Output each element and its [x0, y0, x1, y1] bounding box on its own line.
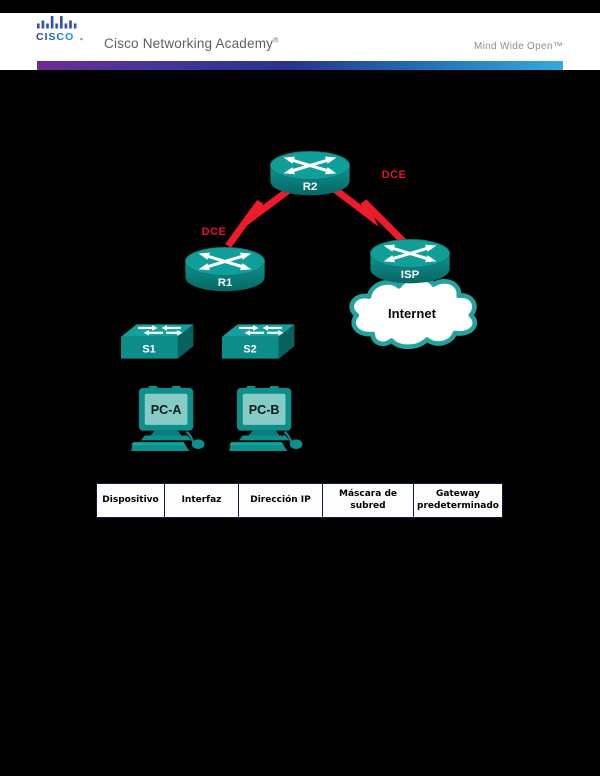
device-label: S2	[243, 343, 256, 355]
mouse-cable	[283, 430, 293, 443]
mouse-icon	[191, 439, 205, 450]
device-label: ISP	[401, 269, 420, 281]
brand-registered-mark: ®	[273, 37, 279, 45]
cloud-label: Internet	[388, 306, 437, 321]
switch-icon: S2	[222, 324, 295, 359]
device-label: R2	[303, 181, 318, 193]
col-header-dispositivo: Dispositivo	[96, 483, 165, 518]
dce-label-r1-link: DCE	[201, 226, 227, 238]
switch-s1: S1	[121, 321, 195, 362]
router-icon: ISP	[369, 238, 451, 284]
header: CISCO Cisco Networking Academy® Mind Wid…	[0, 13, 600, 70]
col-header-direccion-ip: Dirección IP	[238, 483, 323, 518]
top-black-bar	[0, 0, 600, 13]
switch-arrows-icon	[138, 325, 183, 336]
cisco-logo-icon: CISCO	[36, 16, 83, 43]
logo-dot	[80, 37, 83, 41]
mouse-icon	[289, 439, 303, 450]
dce-label-isp-link: DCE	[381, 169, 407, 181]
col-header-interfaz: Interfaz	[164, 483, 239, 518]
router-icon: R1	[184, 246, 266, 292]
cisco-logo-text: CISCO	[36, 31, 74, 43]
router-r2: R2	[266, 146, 354, 199]
gradient-bar	[37, 61, 563, 70]
device-label: PC-A	[151, 403, 182, 417]
table-header-row: Dispositivo Interfaz Dirección IP Máscar…	[96, 483, 503, 518]
workstation-icon: PC-B	[229, 386, 303, 452]
switch-arrows-icon	[239, 325, 284, 336]
pc-b: PC-B	[229, 386, 307, 452]
pc-a: PC-A	[131, 386, 209, 452]
device-label: PC-B	[249, 403, 280, 417]
internet-cloud: Internet	[341, 268, 483, 357]
router-arrows-icon	[383, 244, 437, 263]
cloud-icon: Internet	[349, 275, 478, 350]
router-icon: R2	[269, 150, 351, 196]
brand-title: Cisco Networking Academy®	[104, 36, 278, 51]
device-label: R1	[218, 277, 233, 289]
network-topology-diagram: Internet R2	[0, 70, 600, 500]
router-r1: R1	[181, 242, 269, 295]
col-header-mascara-subred: Máscara de subred	[322, 483, 414, 518]
addressing-table: Dispositivo Interfaz Dirección IP Máscar…	[96, 483, 503, 518]
brand-text: Cisco Networking Academy	[104, 36, 274, 51]
switch-icon: S1	[121, 324, 194, 359]
mouse-cable	[185, 430, 195, 443]
switch-s2: S2	[222, 321, 296, 362]
router-arrows-icon	[283, 156, 337, 175]
router-arrows-icon	[198, 252, 252, 271]
router-isp: ISP	[366, 234, 454, 287]
device-label: S1	[142, 343, 155, 355]
workstation-icon: PC-A	[131, 386, 205, 452]
cisco-logo-bars-icon	[37, 16, 77, 29]
col-header-gateway: Gateway predeterminado	[413, 483, 503, 518]
tagline: Mind Wide Open™	[474, 41, 563, 52]
